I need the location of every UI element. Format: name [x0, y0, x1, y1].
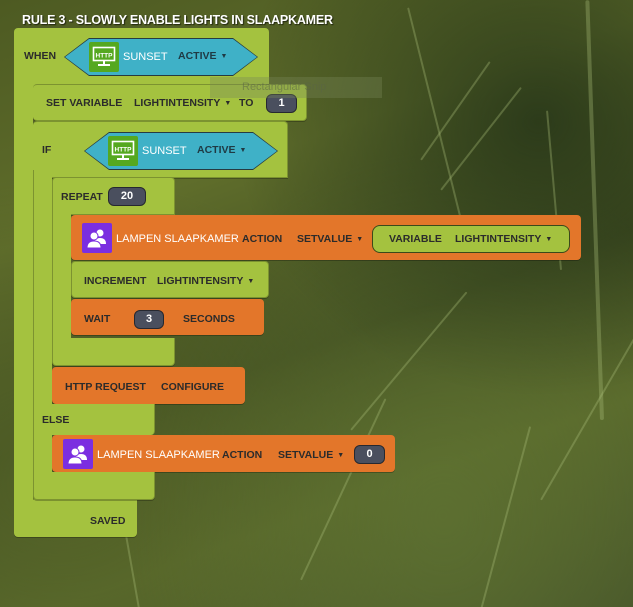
if-block-body [33, 170, 52, 500]
set-variable-name: LIGHTINTENSITY [134, 97, 221, 109]
chevron-down-icon: ▼ [545, 236, 553, 243]
svg-text:HTTP: HTTP [96, 53, 114, 60]
else-keyword: ELSE [42, 414, 70, 426]
action2-action-label: ACTION [222, 449, 263, 461]
when-trigger-state-dropdown[interactable]: ACTIVE▼ [178, 50, 227, 62]
http-monitor-icon: HTTP [108, 136, 138, 166]
http-request-block[interactable] [52, 367, 245, 404]
repeat-label: REPEAT [61, 191, 103, 203]
if-block-footer [33, 472, 155, 500]
people-icon [63, 439, 93, 469]
if-condition-state-dropdown[interactable]: ACTIVE▼ [197, 144, 246, 156]
chevron-down-icon: ▼ [356, 236, 364, 243]
chevron-down-icon: ▼ [220, 53, 228, 60]
wait-block[interactable] [71, 299, 264, 335]
action2-value-input[interactable]: 0 [354, 445, 385, 464]
when-block-footer [14, 500, 137, 537]
when-trigger-device: SUNSET [123, 51, 168, 63]
action1-action-dropdown[interactable]: SETVALUE▼ [297, 233, 363, 245]
variable-value-name: LIGHTINTENSITY [455, 233, 542, 245]
rule-title: RULE 3 - SLOWLY ENABLE LIGHTS IN SLAAPKA… [22, 13, 333, 27]
action2-action-dropdown[interactable]: SETVALUE▼ [278, 449, 344, 461]
when-keyword: WHEN [24, 50, 57, 62]
set-variable-value-input[interactable]: 1 [266, 94, 297, 113]
action1-action: SETVALUE [297, 233, 353, 245]
wait-unit: SECONDS [183, 313, 235, 325]
when-block-body [14, 80, 33, 500]
if-condition-state: ACTIVE [197, 144, 236, 156]
chevron-down-icon: ▼ [247, 278, 255, 285]
set-variable-name-dropdown[interactable]: LIGHTINTENSITY▼ [134, 97, 231, 109]
variable-value-block[interactable] [372, 225, 570, 253]
wait-label: WAIT [84, 313, 111, 325]
increment-label: INCREMENT [84, 275, 147, 287]
chevron-down-icon: ▼ [239, 147, 247, 154]
action1-action-label: ACTION [242, 233, 283, 245]
increment-variable: LIGHTINTENSITY [157, 275, 244, 287]
increment-block[interactable] [71, 261, 269, 298]
http-request-label: HTTP REQUEST [65, 381, 146, 393]
wait-seconds-input[interactable]: 3 [134, 310, 164, 329]
people-icon [82, 223, 112, 253]
http-monitor-icon: HTTP [89, 42, 119, 72]
saved-status: SAVED [90, 515, 126, 527]
if-condition-device: SUNSET [142, 145, 187, 157]
set-variable-block[interactable] [33, 84, 307, 121]
variable-value-label: VARIABLE [389, 233, 442, 245]
when-trigger-state: ACTIVE [178, 50, 217, 62]
set-variable-to-label: TO [239, 97, 254, 109]
chevron-down-icon: ▼ [224, 100, 232, 107]
lampen-action-block-2[interactable] [52, 435, 395, 472]
http-request-configure[interactable]: CONFIGURE [161, 381, 224, 393]
repeat-count-input[interactable]: 20 [108, 187, 146, 206]
svg-text:HTTP: HTTP [115, 147, 133, 154]
repeat-block-body [52, 214, 71, 342]
action1-device: LAMPEN SLAAPKAMER [116, 233, 239, 245]
variable-value-name-dropdown[interactable]: LIGHTINTENSITY▼ [455, 233, 552, 245]
else-section [33, 404, 155, 435]
action2-action: SETVALUE [278, 449, 334, 461]
repeat-block-footer [52, 338, 175, 366]
rectangular-snip-overlay: Rectangular Snip [210, 77, 382, 98]
increment-variable-dropdown[interactable]: LIGHTINTENSITY▼ [157, 275, 254, 287]
chevron-down-icon: ▼ [337, 452, 345, 459]
if-keyword: IF [42, 144, 52, 156]
action2-device: LAMPEN SLAAPKAMER [97, 449, 220, 461]
set-variable-label: SET VARIABLE [46, 97, 123, 109]
